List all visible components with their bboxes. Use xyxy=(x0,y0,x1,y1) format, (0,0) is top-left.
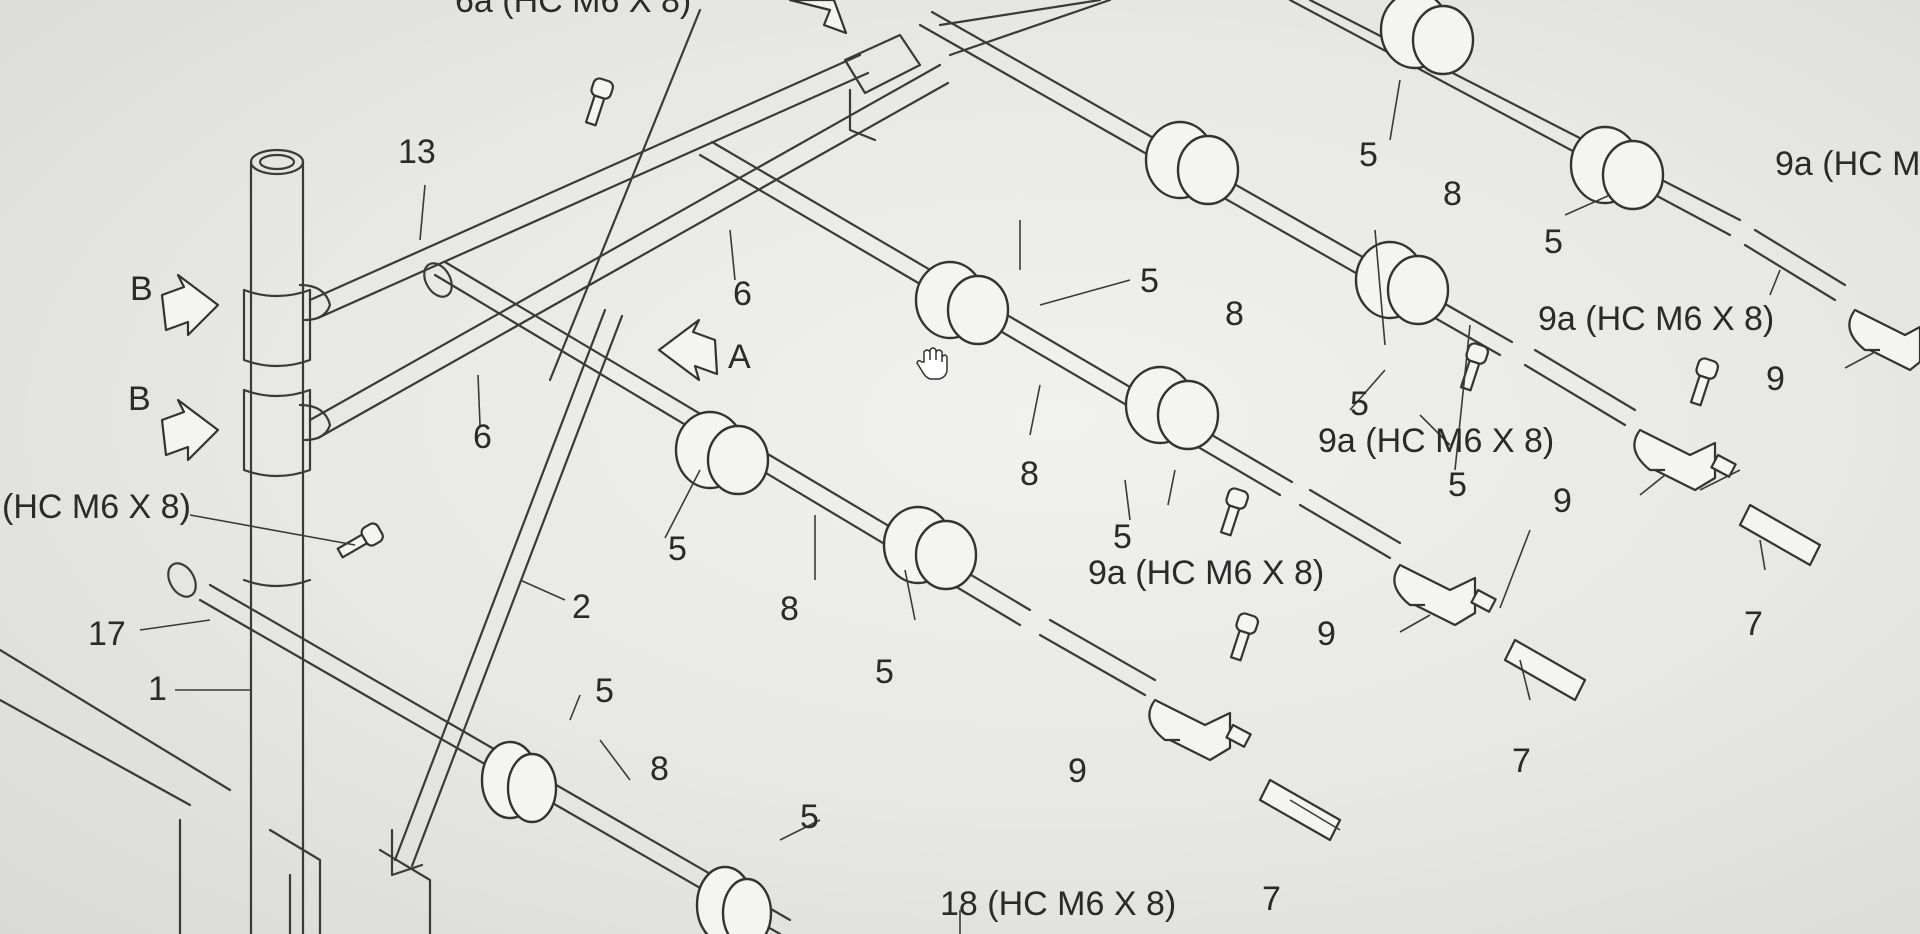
label-5-04: 5 xyxy=(1350,385,1369,423)
label-9a-2: 9a (HC M6 X 8) xyxy=(1538,300,1774,338)
label-8-03: 8 xyxy=(1020,455,1039,493)
sheet-edge-lines xyxy=(0,648,432,934)
label-hc-left: (HC M6 X 8) xyxy=(2,488,191,526)
label-9-1: 9 xyxy=(1766,360,1785,398)
label-9a-3: 9a (HC M6 X 8) xyxy=(1318,422,1554,460)
label-b-upper: B xyxy=(130,270,153,308)
hand-cursor-icon xyxy=(916,347,948,380)
diagonal-brace xyxy=(390,8,702,877)
roof-tubes-left xyxy=(298,0,1112,442)
label-18: 18 (HC M6 X 8) xyxy=(940,885,1176,923)
label-5-03: 5 xyxy=(1140,262,1159,300)
label-b-lower: B xyxy=(128,380,151,418)
label-1: 1 xyxy=(148,670,167,708)
arrow-b-lower-icon xyxy=(160,398,220,462)
arrow-a-icon xyxy=(657,318,719,382)
label-7-1: 7 xyxy=(1744,605,1763,643)
label-9-3: 9 xyxy=(1317,615,1336,653)
arrow-b-upper-icon xyxy=(160,273,220,337)
label-17: 17 xyxy=(88,615,126,653)
arrow-top-icon xyxy=(788,0,848,35)
label-5-09: 5 xyxy=(800,798,819,836)
vertical-post xyxy=(242,148,312,934)
label-13: 13 xyxy=(398,133,436,171)
label-6-a: 6 xyxy=(733,275,752,313)
label-6a-top: 6a (HC M6 X 8) xyxy=(455,0,691,20)
end-caps xyxy=(1258,503,1822,842)
washers xyxy=(480,0,1665,934)
label-5-10: 5 xyxy=(1448,466,1467,504)
label-5-02: 5 xyxy=(1544,223,1563,261)
leader-lines xyxy=(139,79,1876,934)
view-arrows xyxy=(160,0,848,462)
label-5-05: 5 xyxy=(668,530,687,568)
label-5-01: 5 xyxy=(1359,136,1378,174)
label-a: A xyxy=(728,338,751,376)
label-9-4: 9 xyxy=(1068,752,1087,790)
label-5-08: 5 xyxy=(595,672,614,710)
label-8-02: 8 xyxy=(1225,295,1244,333)
label-8-04: 8 xyxy=(780,590,799,628)
bolts xyxy=(336,77,1720,662)
label-9-2: 9 xyxy=(1553,482,1572,520)
label-8-05: 8 xyxy=(650,750,669,788)
label-9a-1: 9a (HC M6 xyxy=(1775,145,1920,183)
label-7-3: 7 xyxy=(1262,880,1281,918)
label-2: 2 xyxy=(572,588,591,626)
end-brackets xyxy=(1148,308,1920,762)
label-8-01: 8 xyxy=(1443,175,1462,213)
label-6-b: 6 xyxy=(473,418,492,456)
label-5-06: 5 xyxy=(1113,518,1132,556)
label-9a-4: 9a (HC M6 X 8) xyxy=(1088,554,1324,592)
label-5-07: 5 xyxy=(875,653,894,691)
label-7-2: 7 xyxy=(1512,742,1531,780)
